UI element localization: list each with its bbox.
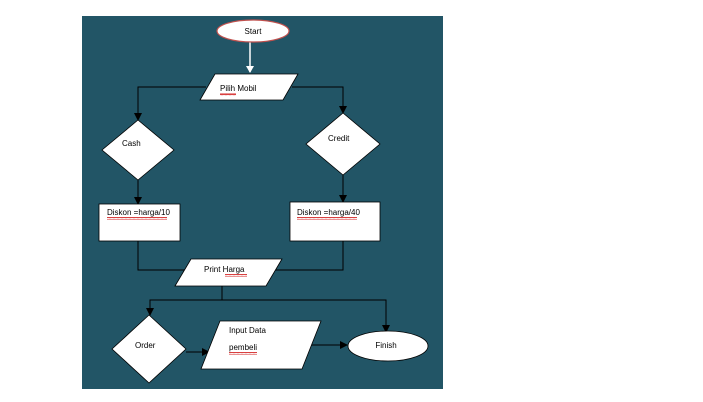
input-data-label-line2: pembeli (229, 343, 257, 352)
credit-diamond (305, 112, 381, 176)
edge-diskon-credit-print (265, 241, 344, 274)
finish-label: Finish (375, 341, 396, 350)
node-order: Order (111, 314, 187, 384)
node-diskon-credit: Diskon =harga/40 (289, 201, 381, 242)
node-input-data: Input Data pembeli (200, 320, 322, 370)
edge-start-pilih-arrowhead (246, 66, 254, 73)
node-diskon-cash: Diskon =harga/10 (98, 203, 181, 242)
edge-pilih-cash (134, 86, 206, 121)
start-ellipse (216, 19, 290, 43)
node-finish: Finish (347, 330, 429, 362)
input-data-label-line1: Input Data (229, 326, 266, 335)
edge-split-finish (222, 299, 390, 333)
edge-diskon-cash-print (137, 241, 203, 274)
print-harga-parallelogram (174, 258, 283, 287)
input-data-spellcheck-underline (229, 352, 257, 355)
diskon-credit-spellcheck-underline (297, 217, 357, 220)
cash-diamond (101, 119, 175, 181)
edge-split-order (146, 299, 222, 316)
diskon-credit-label: Diskon =harga/40 (297, 208, 360, 217)
diskon-cash-rect (98, 203, 181, 242)
print-harga-spellcheck-underline (225, 274, 247, 277)
node-print-harga: Print Harga (174, 258, 283, 287)
pilih-spellcheck-underline (220, 93, 236, 96)
diskon-credit-rect (289, 201, 381, 242)
input-data-parallelogram (200, 320, 322, 370)
print-harga-label: Print Harga (204, 265, 245, 274)
order-label: Order (135, 341, 156, 350)
node-start: Start (216, 19, 290, 43)
cash-label: Cash (122, 139, 141, 148)
edge-pilih-credit (292, 86, 347, 114)
node-credit: Credit (305, 112, 381, 176)
node-pilih-mobil: Pilih Mobil (199, 73, 299, 101)
connectors (134, 41, 390, 356)
node-cash: Cash (101, 119, 175, 181)
start-label: Start (245, 27, 263, 36)
diskon-cash-spellcheck-underline (107, 217, 167, 220)
diskon-cash-label: Diskon =harga/10 (107, 208, 170, 217)
order-diamond (111, 314, 187, 384)
finish-ellipse (347, 330, 429, 362)
credit-label: Credit (328, 134, 350, 143)
pilih-mobil-label: Pilih Mobil (220, 84, 257, 93)
